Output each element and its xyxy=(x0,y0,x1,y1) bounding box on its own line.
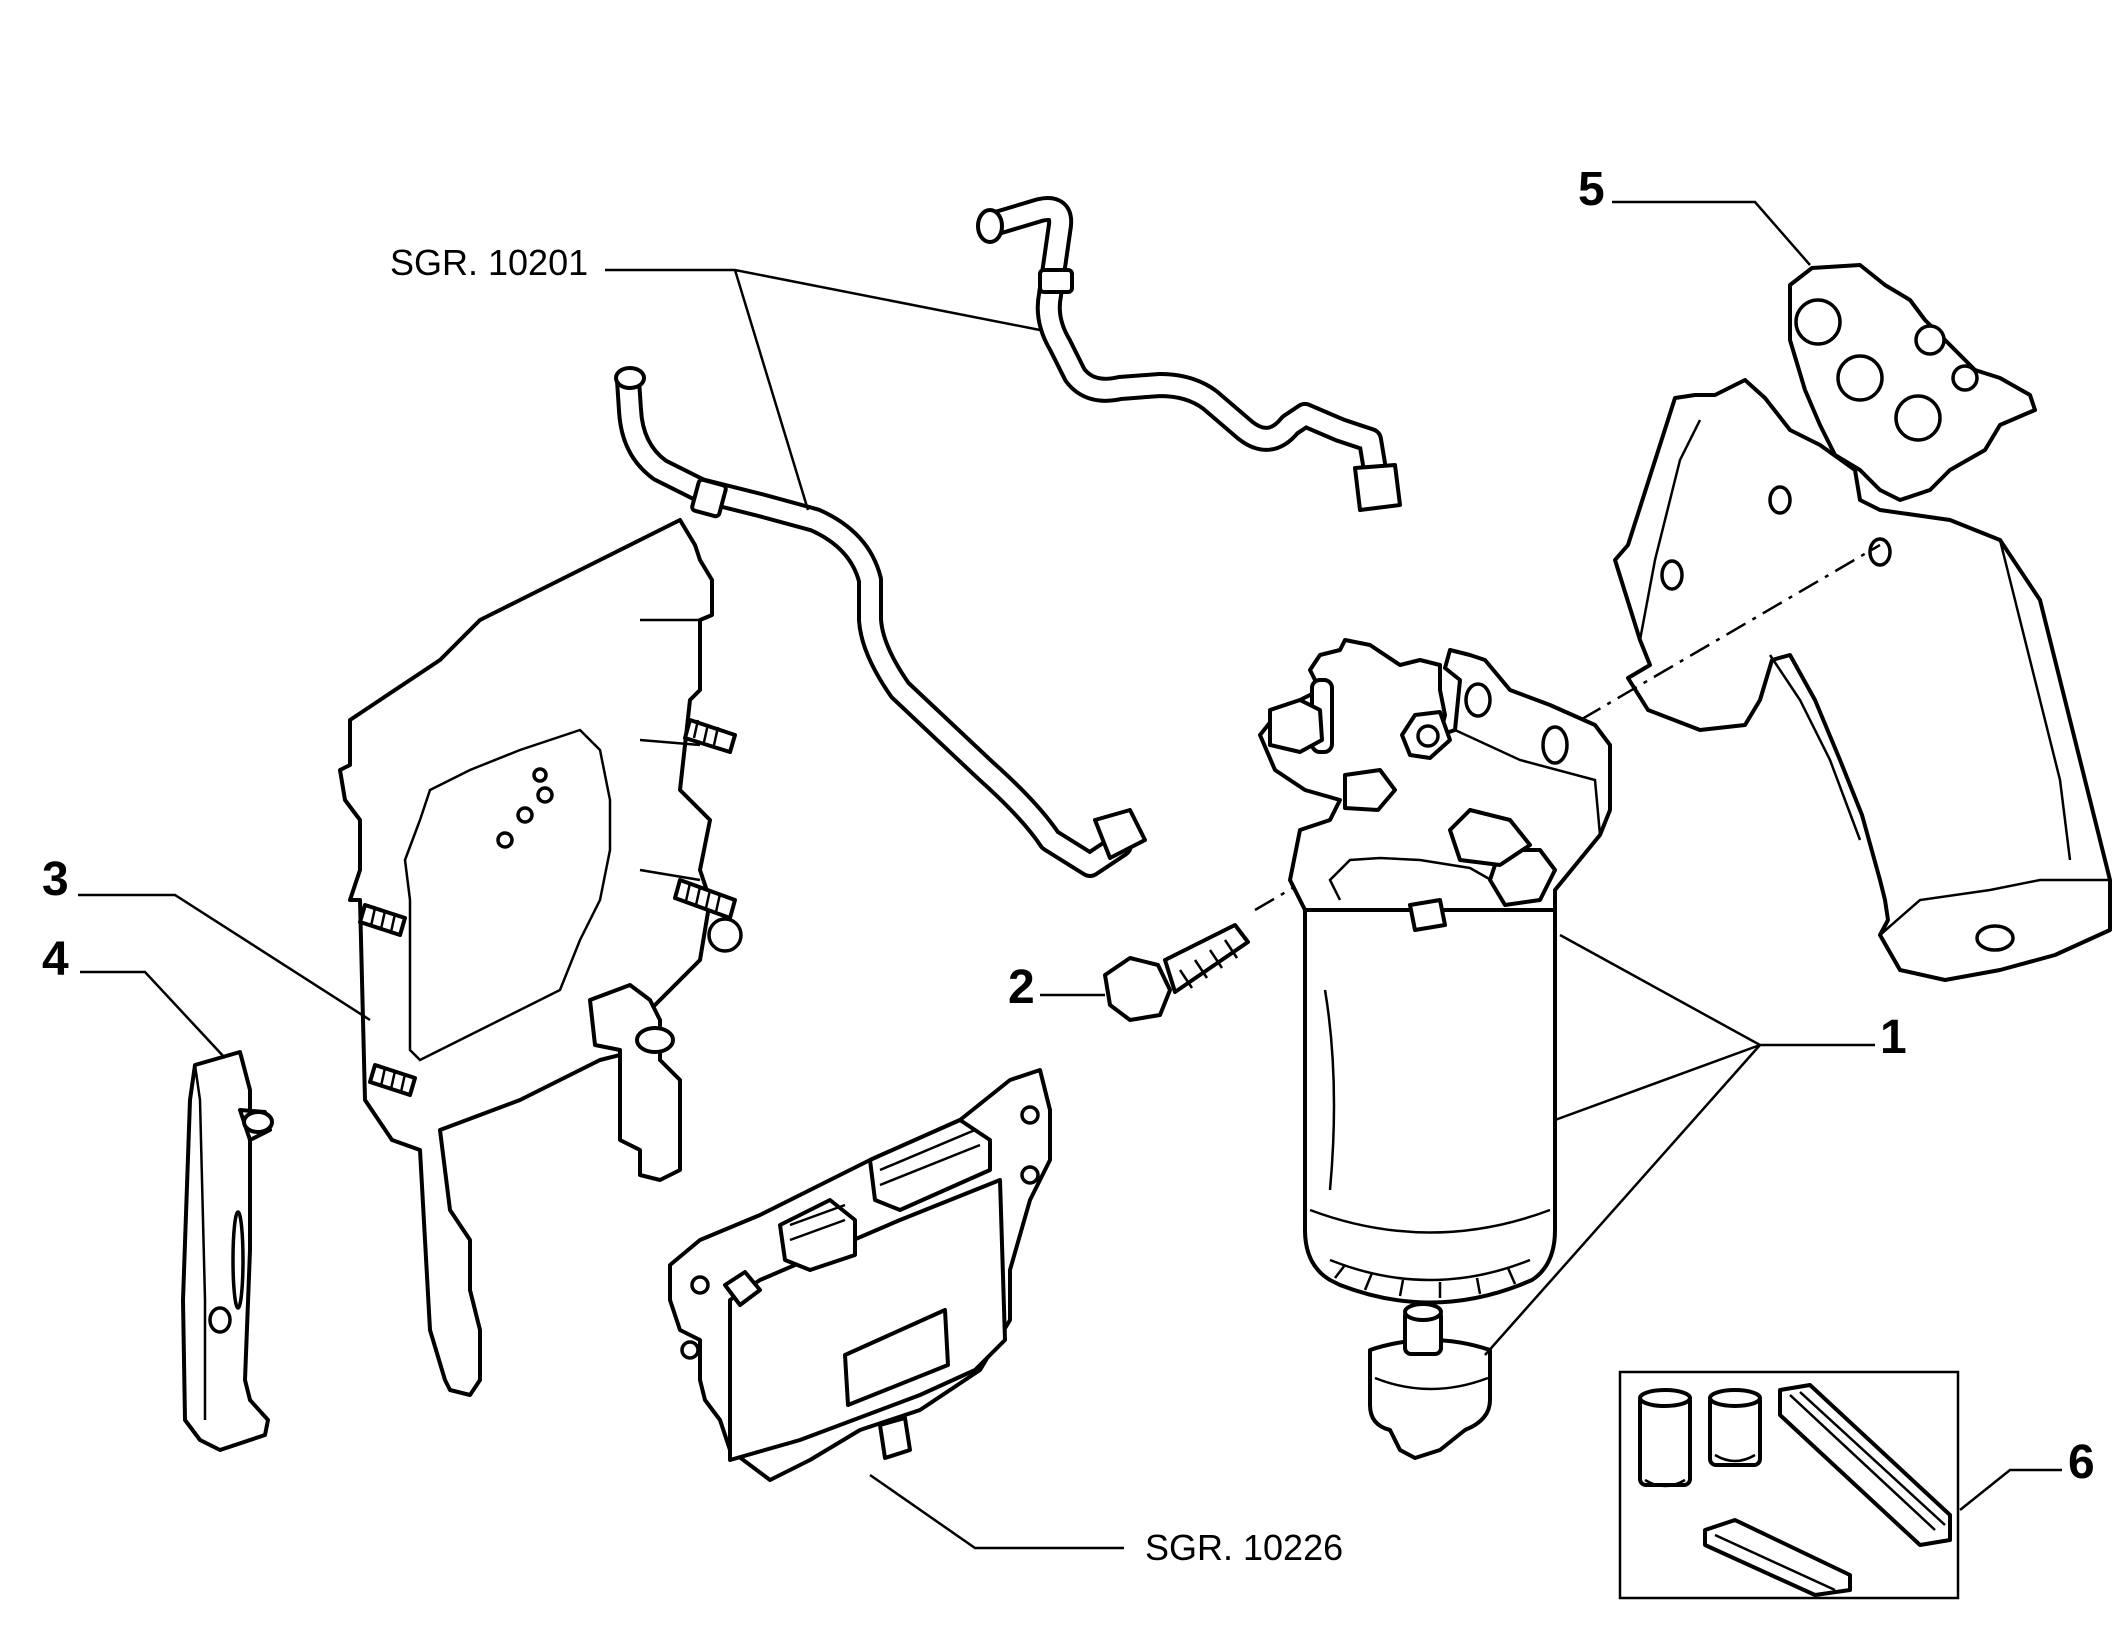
part-2-bolt xyxy=(1103,923,1250,1022)
callout-6: 6 xyxy=(2068,1436,2095,1489)
callout-3: 3 xyxy=(42,853,69,906)
fuel-pipe-lower xyxy=(614,366,1147,878)
part-5-support-bracket xyxy=(1613,263,2112,982)
part-1-fuel-filter xyxy=(1258,638,1612,1305)
callout-1: 1 xyxy=(1880,1011,1907,1064)
leader-6 xyxy=(1959,1468,2062,1511)
leader-sgr-pipe-lower xyxy=(733,269,810,511)
leader-1-sensor xyxy=(1484,1044,1761,1356)
leader-sgr-ecu xyxy=(869,1473,1124,1550)
assembly-axis-line xyxy=(1254,543,1881,912)
hose-clamp xyxy=(690,477,728,519)
hose-clamp xyxy=(1038,268,1074,294)
leader-1-head xyxy=(1559,933,1875,1047)
leader-4 xyxy=(80,970,226,1059)
ecu-module xyxy=(668,1068,1052,1482)
part-4-strap xyxy=(181,1050,274,1452)
part-3-ecu-bracket xyxy=(338,518,743,1397)
leader-3 xyxy=(78,893,371,1022)
callout-5: 5 xyxy=(1578,163,1605,216)
part-1-water-sensor xyxy=(1368,1302,1492,1460)
callout-sgr-pipes: SGR. 10201 xyxy=(390,242,588,283)
leader-1-canister xyxy=(1554,1043,1761,1122)
leader-lines xyxy=(78,200,2062,1550)
leader-5 xyxy=(1612,200,1811,266)
callout-2: 2 xyxy=(1008,961,1035,1014)
fuel-pipe-upper xyxy=(976,196,1402,512)
callout-4: 4 xyxy=(42,933,69,986)
leader-sgr-pipe-upper xyxy=(605,268,1041,332)
part-6-filter-kit xyxy=(1618,1370,1960,1600)
callout-sgr-ecu: SGR. 10226 xyxy=(1145,1527,1343,1568)
